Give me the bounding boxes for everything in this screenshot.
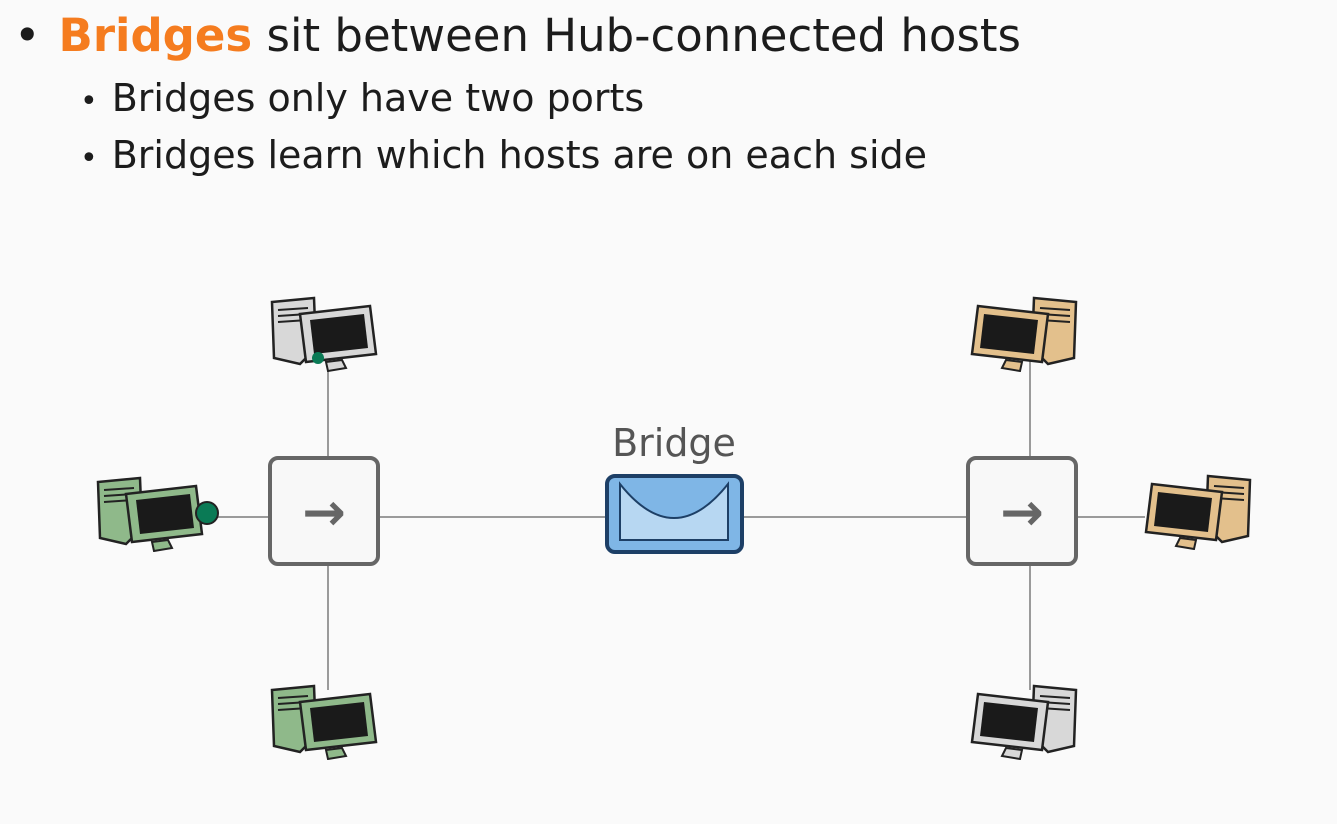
heading-rest: sit between Hub-connected hosts	[252, 9, 1021, 62]
bullet-dot: •	[14, 9, 41, 62]
host-right-middle	[1144, 474, 1252, 550]
computer-icon	[270, 296, 378, 372]
host-right-bottom	[970, 684, 1078, 760]
network-links	[215, 355, 1145, 690]
bullet-dot: •	[80, 141, 98, 176]
hub-arrow-icon: →	[1000, 483, 1044, 543]
subpoint-learn: • Bridges learn which hosts are on each s…	[80, 130, 927, 184]
bullet-dot: •	[80, 84, 98, 119]
computer-icon	[970, 296, 1078, 372]
port-connector	[195, 501, 219, 525]
right-hub: →	[966, 456, 1078, 566]
subpoint-ports: • Bridges only have two ports	[80, 73, 644, 127]
host-left-top	[270, 296, 378, 372]
bridge-device: Bridge	[605, 421, 744, 554]
subpoint-text: Bridges learn which hosts are on each si…	[111, 133, 927, 177]
computer-icon	[970, 684, 1078, 760]
computer-icon	[1144, 474, 1252, 550]
host-left-middle	[96, 476, 204, 552]
hub-arrow-icon: →	[302, 483, 346, 543]
bridge-label: Bridge	[612, 421, 736, 465]
heading-bullet: • Bridges sit between Hub-connected hosts	[14, 6, 1021, 66]
port-connector	[312, 352, 324, 364]
host-left-bottom	[270, 684, 378, 760]
computer-icon	[96, 476, 204, 552]
subpoint-text: Bridges only have two ports	[111, 76, 645, 120]
left-hub: →	[268, 456, 380, 566]
heading-highlight: Bridges	[58, 9, 253, 62]
computer-icon	[270, 684, 378, 760]
host-right-top	[970, 296, 1078, 372]
